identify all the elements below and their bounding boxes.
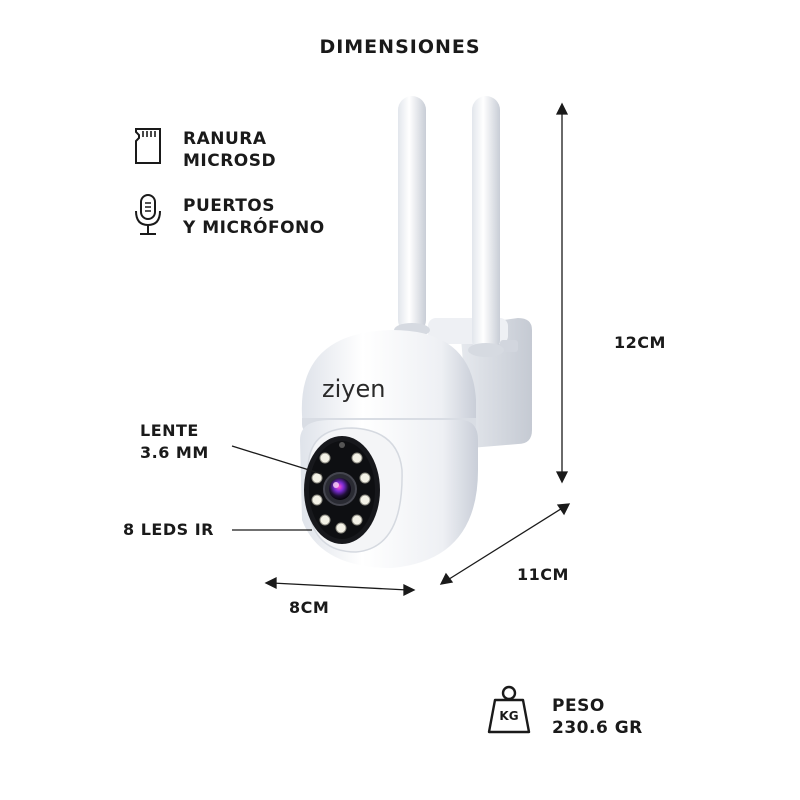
feature-microphone-line1: PUERTOS [183,196,275,216]
lens-leader-line [231,445,323,475]
feature-microsd-line1: RANURA [183,129,267,149]
feature-microsd: RANURA MICROSD [183,128,276,172]
weight-line1: PESO [552,696,605,716]
depth-label: 11CM [517,565,569,584]
weight-text: PESO 230.6 GR [552,695,643,739]
lens-callout-line1: LENTE [140,421,199,440]
feature-microphone-line2: Y MICRÓFONO [183,218,325,238]
weight-line2: 230.6 GR [552,718,643,738]
feature-microphone: PUERTOS Y MICRÓFONO [183,195,325,239]
camera-head [300,420,478,568]
width-arrow [264,576,416,597]
ir-leds [311,452,371,534]
lens-callout: LENTE 3.6 MM [140,420,209,464]
feature-microsd-line2: MICROSD [183,151,277,171]
lens-callout-line2: 3.6 MM [140,443,209,462]
weight-icon-label: KG [499,709,519,723]
antennas [394,96,504,357]
width-label: 8CM [289,598,330,617]
page-title: DIMENSIONES [319,36,481,58]
microsd-icon [135,128,161,164]
leds-callout: 8 LEDS IR [123,520,214,539]
depth-arrow [439,503,571,585]
brand-logo: ziyen [322,375,386,403]
height-label: 12CM [614,333,666,352]
weight-icon: KG [486,684,532,736]
height-arrow [555,102,569,484]
microphone-icon [135,194,161,235]
